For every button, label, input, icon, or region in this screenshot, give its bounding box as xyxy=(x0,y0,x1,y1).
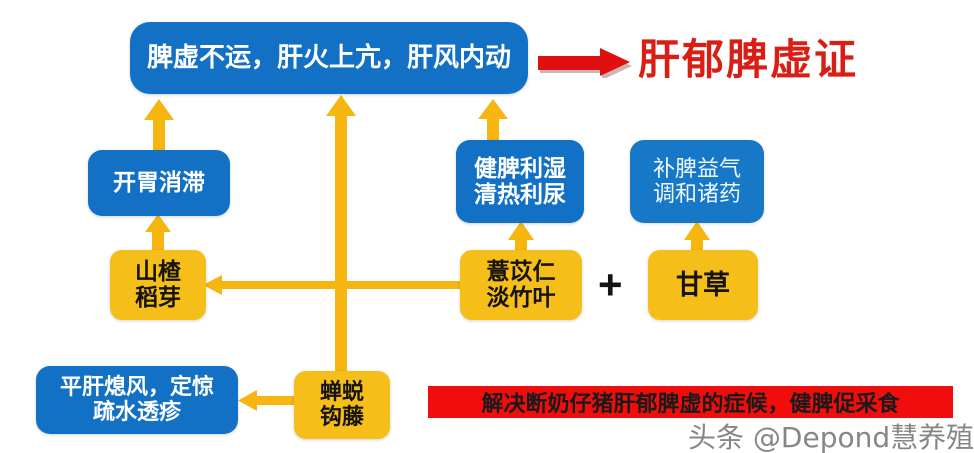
arrow-jianpi-to-top xyxy=(478,99,508,143)
node-shanzha-daoya[interactable]: 山楂 稻芽 xyxy=(110,250,206,320)
arrow-syndrome-to-headline xyxy=(538,48,632,78)
page-title: 肝郁脾虚证 xyxy=(638,38,859,84)
arrow-yiyiren-to-shanzha xyxy=(203,275,460,295)
node-gancao[interactable]: 甘草 xyxy=(648,250,758,320)
node-bupi-yiqi[interactable]: 补脾益气 调和诸药 xyxy=(630,140,764,223)
node-chantui-gouteng[interactable]: 蝉蜕 钩藤 xyxy=(294,371,390,439)
watermark: 头条 @Depond慧养殖 xyxy=(688,421,974,453)
bottom-banner: 解决断奶仔猪肝郁脾虚的症候，健脾促采食 xyxy=(428,386,953,418)
arrow-kaiwei-to-top xyxy=(144,99,174,151)
node-bupi-yiqi-label: 补脾益气 调和诸药 xyxy=(652,155,741,206)
arrow-chantui-to-top xyxy=(326,95,356,374)
node-kaiwei-xiaozhi-label: 开胃消滞 xyxy=(113,169,205,196)
node-yiyiren-danzhuye[interactable]: 薏苡仁 淡竹叶 xyxy=(460,250,582,320)
node-kaiwei-xiaozhi[interactable]: 开胃消滞 xyxy=(88,150,230,216)
arrow-chantui-to-pinggan xyxy=(238,390,296,411)
node-pinggan-xifeng[interactable]: 平肝熄风，定惊 疏水透疹 xyxy=(36,366,238,434)
node-top-syndrome-label: 脾虚不运，肝火上亢，肝风内动 xyxy=(146,42,511,73)
node-top-syndrome[interactable]: 脾虚不运，肝火上亢，肝风内动 xyxy=(130,22,528,94)
arrow-shanzha-to-kaiwei xyxy=(145,214,171,252)
node-pinggan-xifeng-label: 平肝熄风，定惊 疏水透疹 xyxy=(59,374,214,424)
node-shanzha-daoya-label: 山楂 稻芽 xyxy=(135,258,181,310)
node-yiyiren-danzhuye-label: 薏苡仁 淡竹叶 xyxy=(486,258,556,310)
node-gancao-label: 甘草 xyxy=(676,269,730,300)
bottom-banner-text: 解决断奶仔猪肝郁脾虚的症候，健脾促采食 xyxy=(481,391,900,416)
plus-sign: + xyxy=(598,261,623,308)
node-chantui-gouteng-label: 蝉蜕 钩藤 xyxy=(319,379,364,429)
node-jianpi-lishi[interactable]: 健脾利湿 清热利尿 xyxy=(456,140,584,223)
node-jianpi-lishi-label: 健脾利湿 清热利尿 xyxy=(474,154,566,207)
